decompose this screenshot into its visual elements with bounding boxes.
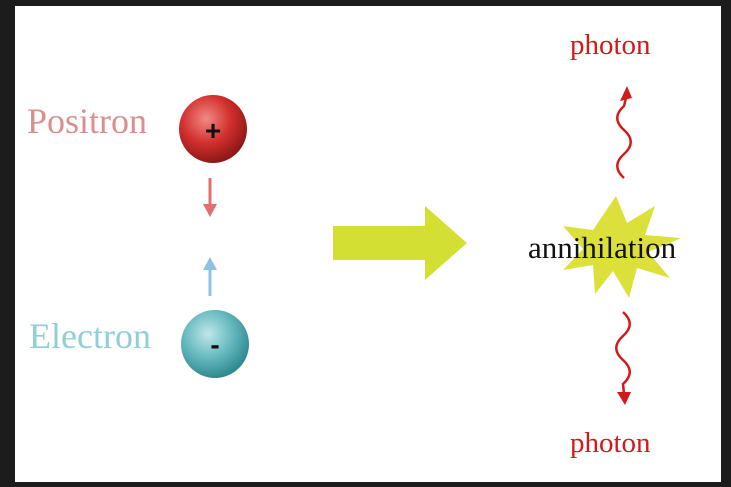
positron-particle: + (179, 95, 247, 163)
photon-bottom-label: photon (570, 427, 651, 459)
positron-charge: + (205, 115, 221, 146)
photon-top-label: photon (570, 29, 651, 61)
electron-motion-arrow-icon (203, 257, 217, 296)
positron-label: Positron (27, 101, 147, 141)
annihilation-diagram: Positron + Electron - annihilation (27, 29, 681, 459)
electron-charge: - (210, 329, 219, 360)
photon-top-wave-icon (616, 86, 632, 179)
photon-bottom-wave-icon (615, 311, 631, 405)
diagram-canvas: Positron + Electron - annihilation (15, 6, 721, 482)
electron-label: Electron (29, 316, 151, 356)
starburst-icon (563, 196, 681, 298)
process-arrow-icon (333, 206, 467, 280)
annihilation-label: annihilation (528, 230, 677, 265)
positron-motion-arrow-icon (203, 178, 217, 217)
electron-particle: - (181, 310, 249, 378)
